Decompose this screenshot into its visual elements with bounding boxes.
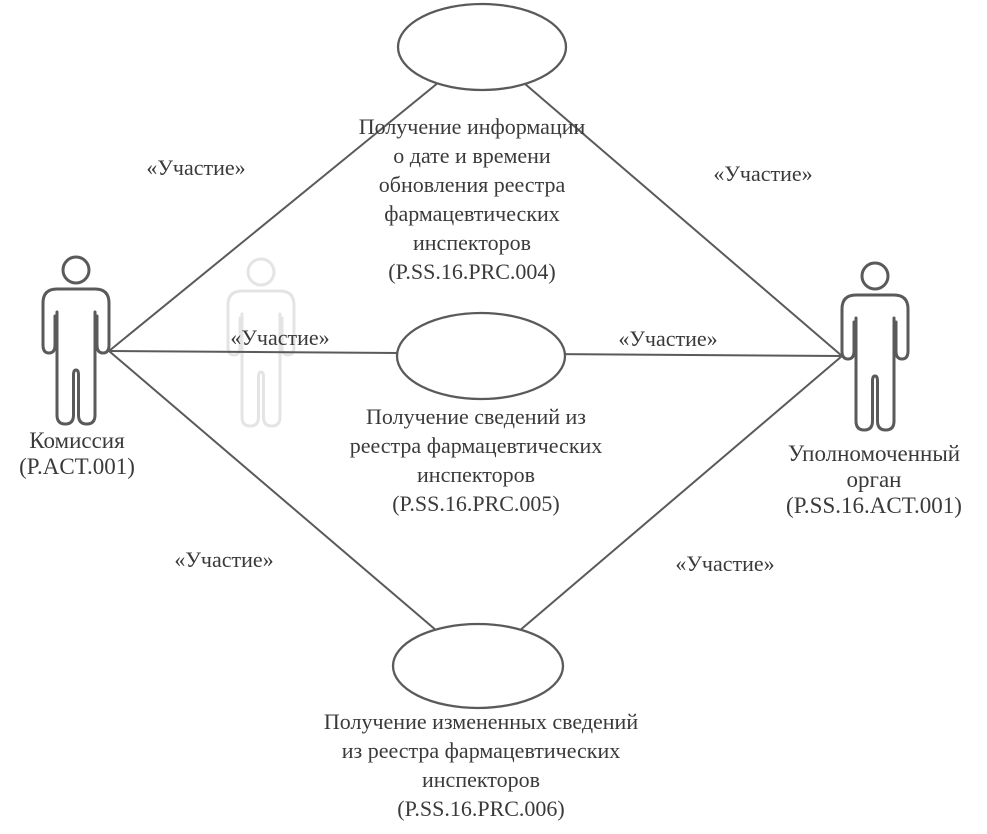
use-case-node-prc-005 [395, 311, 567, 401]
edge-commission-prc004 [108, 46, 483, 352]
association-stereotype-label: «Участие» [713, 161, 813, 186]
association-edges [108, 46, 843, 667]
association-stereotype-label: «Участие» [146, 155, 246, 180]
association-stereotype-label: «Участие» [174, 547, 274, 572]
edge-commission-prc006 [108, 350, 479, 667]
actor-label-commission: Комиссия (P.ACT.001) [19, 428, 135, 479]
actor-authorized-body-icon [840, 261, 910, 432]
association-stereotype-label: «Участие» [230, 325, 330, 350]
use-case-node-prc-006 [391, 622, 565, 710]
actor-label-authorized-body: Уполномоченный орган (P.SS.16.ACT.001) [786, 441, 962, 518]
actor-commission-icon [41, 255, 111, 426]
edge-authorized-body-prc004 [481, 46, 843, 357]
edge-authorized-body-prc006 [477, 355, 843, 667]
use-case-node-prc-004 [396, 2, 568, 92]
use-case-label-prc-006: Получение измененных сведений из реестра… [323, 709, 639, 821]
use-case-label-prc-004: Получение информации о дате и времени об… [358, 114, 586, 284]
use-case-label-prc-005: Получение сведений из реестра фармацевти… [349, 404, 603, 516]
association-stereotype-label: «Участие» [675, 551, 775, 576]
association-stereotype-label: «Участие» [618, 326, 718, 351]
